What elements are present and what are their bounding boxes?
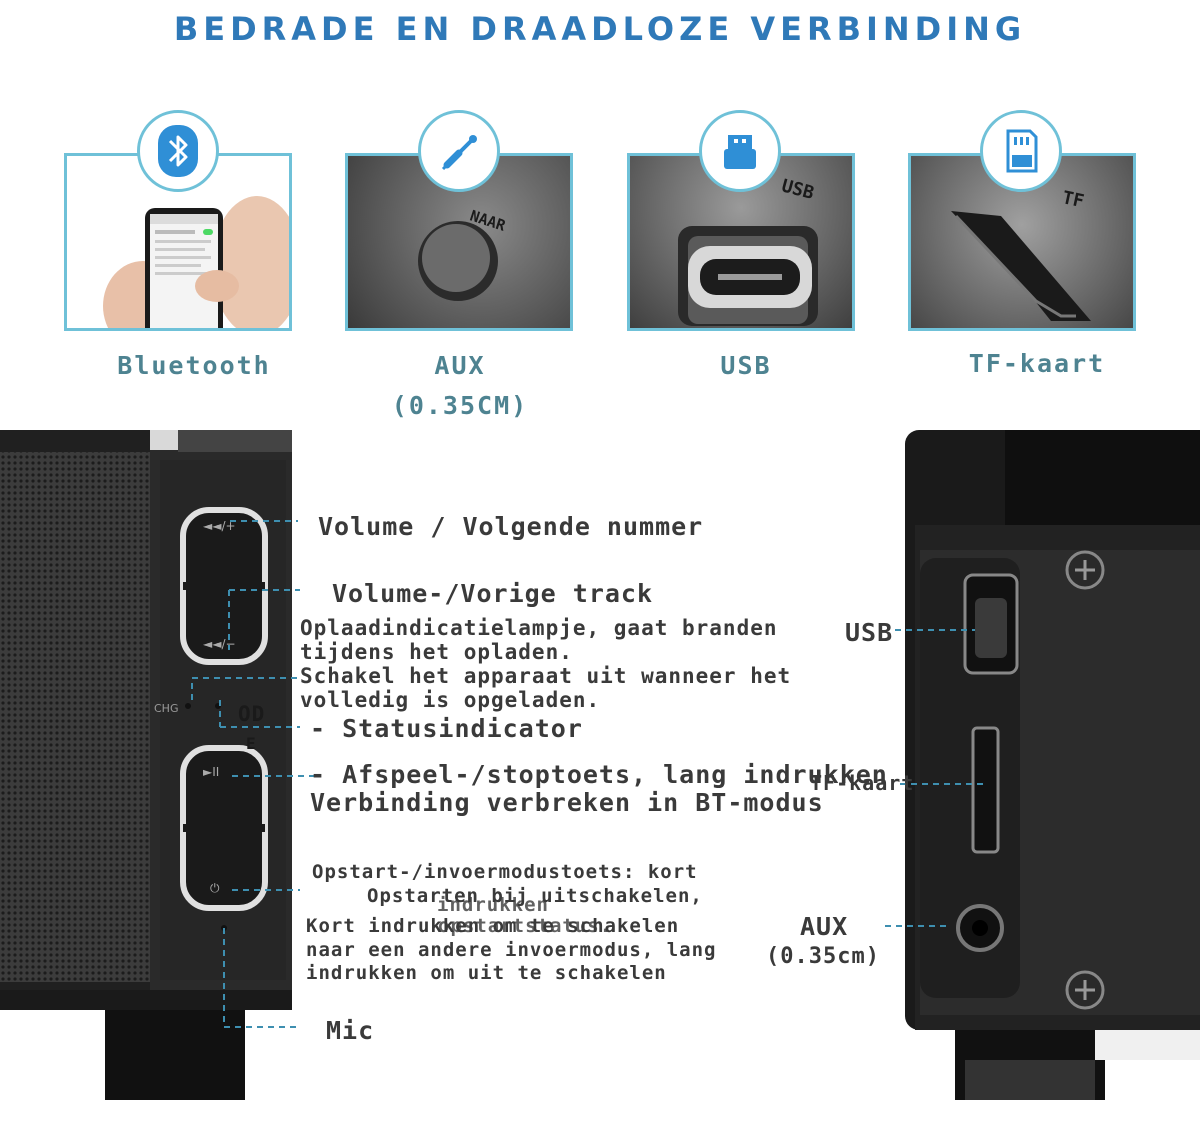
power-mode-line-1: Opstart-/invoermodustoets: kort <box>312 861 698 883</box>
charge-text: CHG <box>154 702 178 715</box>
volume-prev-label: Volume-/Vorige track <box>332 579 654 608</box>
power-mode-line-3: Kort indrukken om te schakelen <box>306 915 680 937</box>
soundbar-front-illustration: ◄◄/+ ◄◄/− ►II ⏻ CHG <box>0 430 292 1100</box>
aux-sublabel: (0.35CM) <box>391 391 529 420</box>
tf-label: TF-kaart <box>968 349 1106 378</box>
power-mode-line-4: naar een andere invoermodus, lang <box>306 939 717 961</box>
page-title: BEDRADE EN DRAADLOZE VERBINDING <box>173 10 1027 48</box>
mode-text-e: E <box>246 734 257 753</box>
soundbar-side-panel <box>905 430 1200 1100</box>
aux-label: AUX <box>434 351 486 380</box>
power-mode-line-5: indrukken om uit te schakelen <box>306 962 667 984</box>
power-mode-line-2: Opstarten bij uitschakelen, <box>367 885 703 907</box>
tf-slot-label: TF-kaart <box>810 771 915 795</box>
svg-text:⏻: ⏻ <box>210 881 220 895</box>
usb-port-text: USB <box>779 175 816 204</box>
charge-indicator-description: Oplaadindicatielampje, gaat branden tijd… <box>300 616 792 712</box>
power-mode-overlap-1: indrukken <box>437 894 549 916</box>
usb-drive-icon <box>699 110 781 192</box>
aux-port-illustration: NAAR <box>418 207 509 301</box>
volume-next-label: Volume / Volgende nummer <box>318 512 704 541</box>
svg-text:►II: ►II <box>203 765 219 779</box>
status-indicator-label: - Statusindicator <box>310 714 583 743</box>
headphone-jack-icon <box>418 110 500 192</box>
aux-port-label: AUX <box>800 912 849 941</box>
soundbar-front-panel: ◄◄/+ ◄◄/− ►II ⏻ CHG <box>0 430 292 1100</box>
svg-text:◄◄/−: ◄◄/− <box>203 637 236 651</box>
bluetooth-icon <box>137 110 219 192</box>
phone-in-hand-illustration <box>103 196 289 328</box>
usb-label: USB <box>720 351 772 380</box>
usb-port-label: USB <box>845 618 894 647</box>
sd-card-icon <box>980 110 1062 192</box>
svg-text:◄◄/+: ◄◄/+ <box>203 519 236 533</box>
bluetooth-label: Bluetooth <box>117 351 271 380</box>
tf-port-text: TF <box>1060 187 1086 212</box>
play-stop-description: - Afspeel-/stoptoets, lang indrukken Ver… <box>310 760 888 817</box>
mic-label: Mic <box>326 1016 375 1045</box>
soundbar-side-illustration <box>905 430 1200 1100</box>
mode-text: OD <box>238 702 266 726</box>
tf-slot-illustration: TF <box>951 187 1091 321</box>
aux-port-sublabel: (0.35cm) <box>766 944 880 969</box>
power-mode-overlap-2: opstartstatus. <box>438 915 613 937</box>
usb-port-illustration: USB <box>678 175 818 326</box>
